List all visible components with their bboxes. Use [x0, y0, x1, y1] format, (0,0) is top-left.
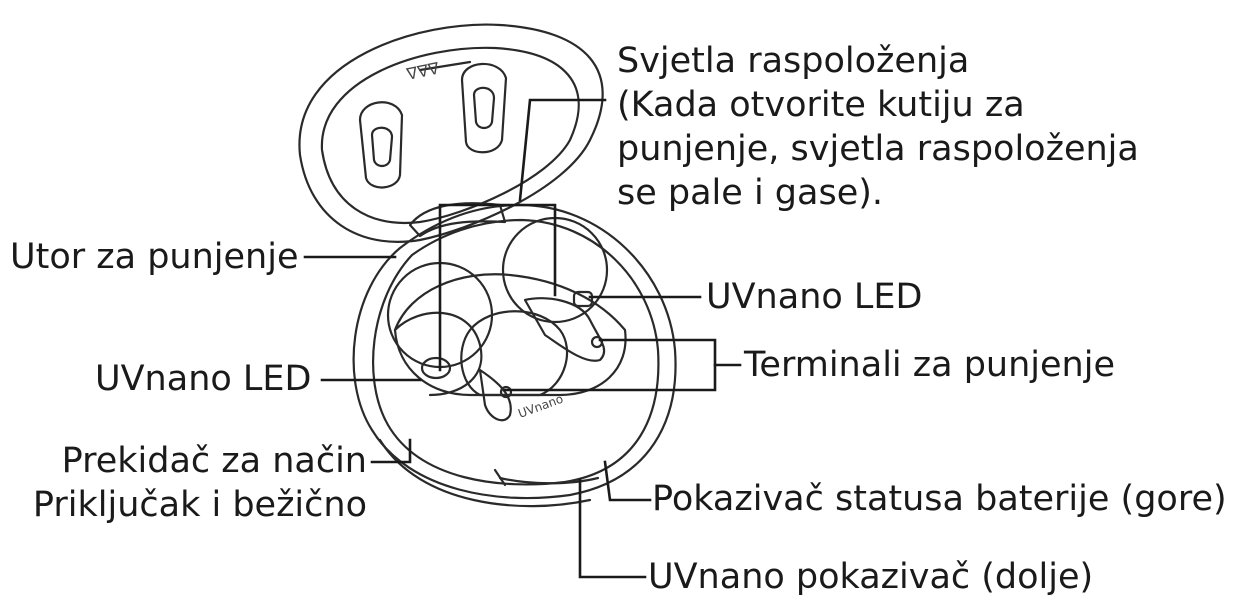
- leader-charging-terminals: [503, 338, 717, 392]
- lid-cavity-left: [358, 101, 404, 189]
- label-uvnano-indicator: UVnano pokazivač (dolje): [648, 557, 1094, 597]
- lid-cavity-right: [460, 62, 508, 154]
- label-mood-lights-line4: se pale i gase).: [617, 173, 884, 213]
- leader-uvnano-indicator: [578, 478, 647, 579]
- label-charging-terminals: Terminali za punjenje: [744, 345, 1115, 385]
- lid-brand-mark: ᐁᐁᐁ: [405, 58, 441, 83]
- label-mood-lights-line3: punjenje, svjetla raspoloženja: [617, 129, 1139, 169]
- label-mood-lights-line2: (Kada otvorite kutiju za: [617, 85, 1025, 125]
- hinge: [408, 202, 507, 238]
- label-charging-slot: Utor za punjenje: [10, 237, 299, 277]
- leader-mood-lights: [518, 98, 607, 202]
- uvnano-led-right-spot: [572, 290, 594, 308]
- label-uvnano-led-right: UVnano LED: [706, 277, 923, 317]
- uvnano-led-left-spot: [420, 356, 452, 380]
- cavity-left: [393, 311, 483, 397]
- case-lid: [298, 23, 604, 243]
- leader-mode-switch: [370, 438, 412, 464]
- label-mode-switch-line1: Prekidač za način: [61, 441, 367, 481]
- label-mode-switch-line2: Priključak i bežično: [32, 485, 367, 525]
- leader-battery-status: [603, 460, 652, 502]
- label-uvnano-led-left: UVnano LED: [95, 359, 312, 399]
- label-mood-lights-title: Svjetla raspoloženja: [617, 41, 970, 81]
- label-battery-status: Pokazivač statusa baterije (gore): [652, 479, 1227, 519]
- inner-tray: [393, 273, 627, 397]
